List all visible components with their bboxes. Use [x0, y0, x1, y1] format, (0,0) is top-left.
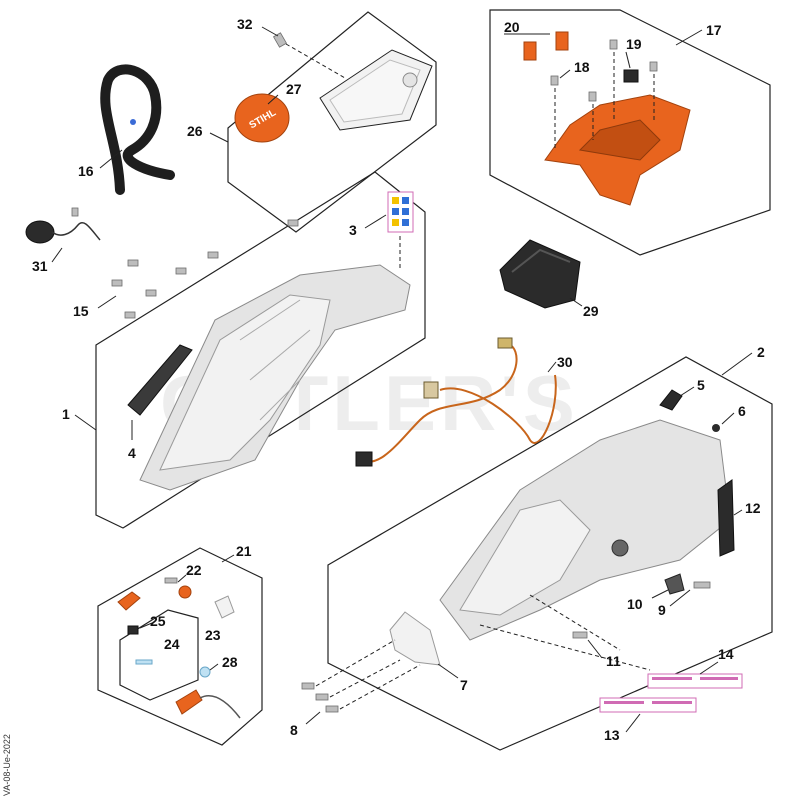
- callout-20: 20: [504, 19, 520, 35]
- callout-leaders: [51, 26, 753, 733]
- nut-19: [623, 69, 639, 83]
- callout-8: 8: [290, 722, 298, 738]
- callout-11: 11: [606, 653, 621, 669]
- callout-18: 18: [574, 59, 590, 75]
- warning-label-3: [387, 191, 414, 233]
- module-29-part: [499, 239, 581, 309]
- callout-1: 1: [62, 406, 70, 422]
- plug-6: [712, 424, 720, 432]
- callout-22: 22: [186, 562, 202, 578]
- leader-32: [285, 43, 346, 79]
- leader-8-dashes: [315, 639, 421, 710]
- wiring-harness-30: [355, 337, 557, 467]
- panel-cover: [227, 11, 437, 233]
- callout-4: 4: [128, 445, 136, 461]
- document-code: VA-08-Ue-2022: [2, 734, 12, 796]
- callout-29: 29: [583, 303, 599, 319]
- crankcase-part: [439, 419, 731, 641]
- callout-2: 2: [757, 344, 765, 360]
- clamp-10-part: [664, 573, 711, 595]
- guard-7-part: [389, 611, 441, 666]
- callout-21: 21: [236, 543, 252, 559]
- panel-handle-housing: [95, 171, 426, 529]
- connector-31-part: [25, 207, 101, 244]
- callout-16: 16: [78, 163, 94, 179]
- leader-18-dashes: [554, 52, 655, 150]
- stihl-badge: STIHL: [234, 93, 290, 143]
- top-shroud-part: [544, 94, 691, 206]
- callout-30: 30: [557, 354, 573, 370]
- callout-10: 10: [627, 596, 643, 612]
- screw-32: [272, 32, 288, 48]
- label-13-part: [599, 697, 697, 713]
- handle-hose-part: [100, 64, 175, 195]
- callout-3: 3: [349, 222, 357, 238]
- screws-18: [550, 39, 658, 102]
- callout-13: 13: [604, 727, 620, 743]
- callout-23: 23: [205, 627, 221, 643]
- filter-cover-part: [319, 49, 433, 131]
- callout-7: 7: [460, 677, 468, 693]
- callout-9: 9: [658, 602, 666, 618]
- leader-labels-dashes: [479, 594, 651, 671]
- grip-4-part: [127, 344, 193, 416]
- callout-32: 32: [237, 16, 253, 32]
- callout-25: 25: [150, 613, 166, 629]
- callout-26: 26: [187, 123, 203, 139]
- callout-28: 28: [222, 654, 238, 670]
- kit-parts-21: [117, 577, 241, 719]
- callout-17: 17: [706, 22, 722, 38]
- panel-sub-23: [119, 609, 199, 701]
- clip-5-part: [659, 389, 683, 411]
- callout-15: 15: [73, 303, 89, 319]
- callout-24: 24: [164, 636, 180, 652]
- screws-8: [301, 682, 339, 713]
- bracket-12-part: [717, 479, 735, 557]
- callout-6: 6: [738, 403, 746, 419]
- screw-11: [572, 631, 588, 639]
- callout-12: 12: [745, 500, 761, 516]
- label-14-part: [647, 673, 743, 689]
- handle-housing-part: [139, 264, 411, 491]
- callout-27: 27: [286, 81, 302, 97]
- panel-top-shroud: [489, 9, 771, 256]
- callout-19: 19: [626, 36, 642, 52]
- screws-15: [111, 219, 299, 319]
- panel-crankcase: [327, 356, 773, 751]
- clips-20: [523, 31, 569, 61]
- callout-5: 5: [697, 377, 705, 393]
- callout-14: 14: [718, 646, 734, 662]
- panel-throttle-kit: [97, 547, 263, 746]
- callout-31: 31: [32, 258, 48, 274]
